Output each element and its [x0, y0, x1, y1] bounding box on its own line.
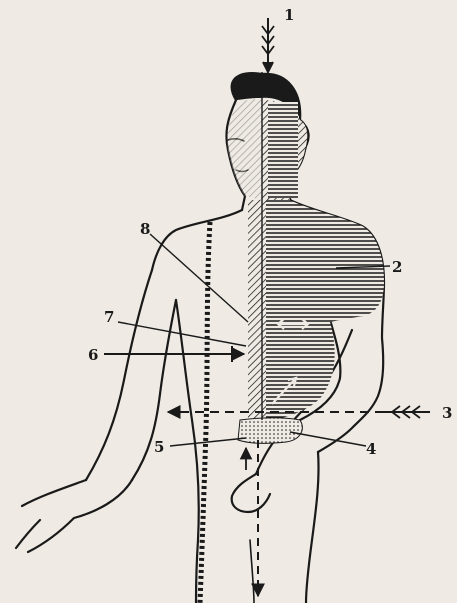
label-5: 5 — [154, 438, 164, 456]
leg-divide — [250, 540, 254, 603]
torso-left — [152, 210, 242, 270]
head-left-hatch — [227, 99, 262, 200]
head-right-stripes — [268, 102, 298, 198]
torso-right-hatch — [262, 200, 384, 420]
left-arm-outer — [86, 270, 152, 480]
left-hand — [16, 480, 132, 552]
leader-4 — [290, 432, 366, 446]
dotted-region — [238, 418, 302, 444]
label-3: 3 — [442, 404, 452, 422]
label-7: 7 — [104, 308, 114, 326]
label-4: 4 — [366, 440, 376, 458]
label-8: 8 — [140, 220, 150, 238]
label-1: 1 — [284, 6, 294, 24]
label-6: 6 — [88, 346, 98, 364]
leader-8 — [150, 234, 248, 322]
right-hand — [232, 474, 270, 512]
midline-band — [248, 200, 266, 420]
label-2: 2 — [392, 258, 402, 276]
arrow-6 — [104, 346, 244, 362]
lower-left — [176, 300, 199, 603]
lower-right — [306, 452, 319, 603]
